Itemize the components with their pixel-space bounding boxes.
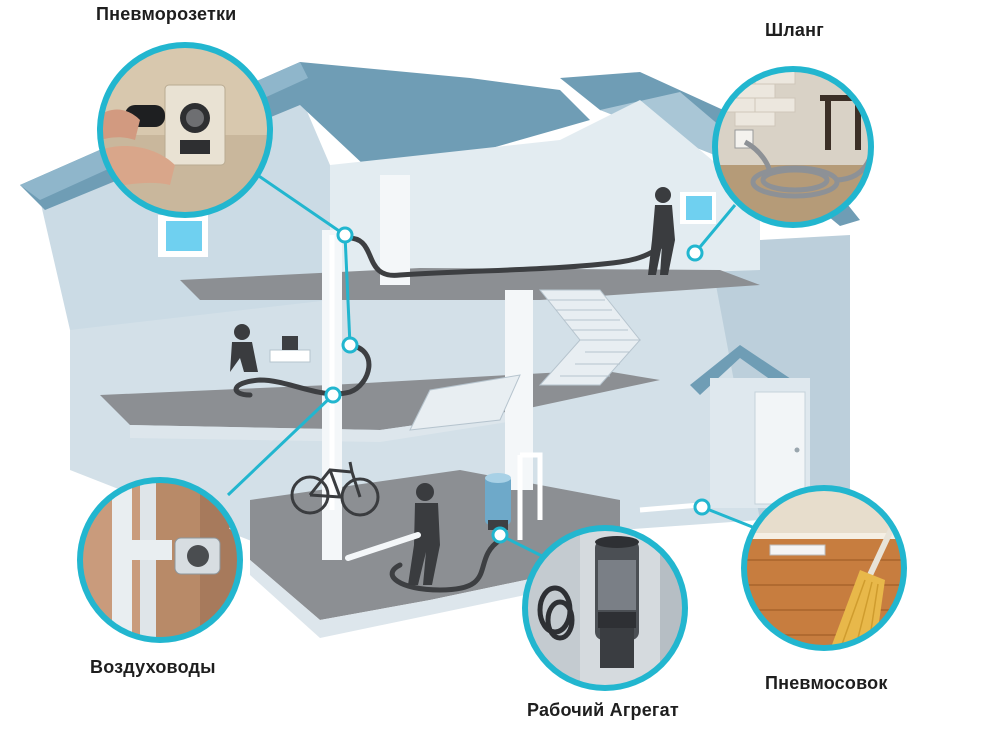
house-vacuum-unit — [485, 473, 511, 530]
outlets-ring — [97, 42, 273, 218]
unit-dot — [491, 526, 509, 544]
floor-second-edge — [130, 410, 520, 442]
hose-lines — [233, 232, 673, 593]
hose-dot — [686, 244, 704, 262]
duct-dot — [324, 386, 342, 404]
air-ducts — [329, 235, 701, 540]
dustpan-dot — [693, 498, 711, 516]
label-dustpan: Пневмосовок — [765, 673, 888, 693]
hose-ring — [712, 66, 874, 228]
label-unit: Рабочий Агрегат — [527, 700, 679, 720]
desk — [269, 349, 311, 363]
callout-unit-photo — [522, 525, 688, 691]
people — [230, 187, 675, 585]
callout-hose-photo — [712, 66, 874, 228]
label-hose: Шланг — [765, 20, 824, 40]
unit-ring — [522, 525, 688, 691]
ducts-ring — [77, 477, 243, 643]
roof-main — [20, 62, 590, 210]
dustpan-ring — [741, 485, 907, 651]
outlet-dot-attic — [336, 226, 354, 244]
connector-dots — [324, 226, 711, 544]
outlet-dot-second-floor — [341, 336, 359, 354]
callout-ducts-photo — [77, 477, 243, 643]
label-ducts: Воздуховоды — [90, 657, 216, 677]
callout-outlets-photo — [97, 42, 273, 218]
staircase — [409, 289, 642, 431]
vacuum-wand — [345, 532, 421, 561]
interior-wall-attic — [380, 175, 410, 285]
connector-lines — [226, 168, 761, 562]
bicycle — [290, 461, 380, 517]
label-outlets: Пневморозетки — [96, 4, 237, 24]
callout-dustpan-photo — [741, 485, 907, 651]
